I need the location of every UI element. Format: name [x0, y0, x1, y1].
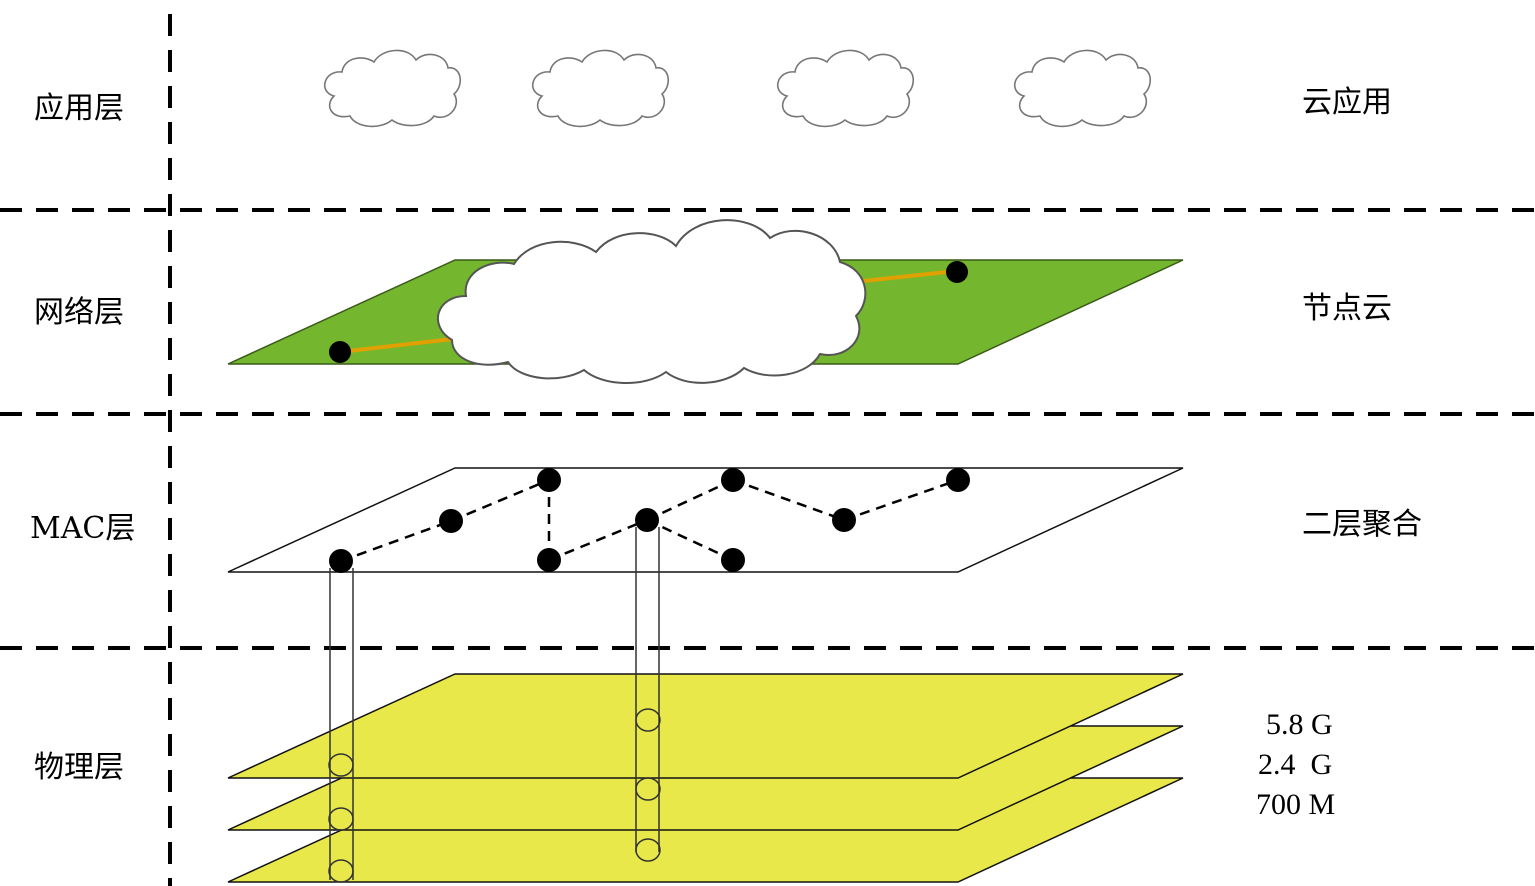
physical-layer-graphic: [227, 673, 1184, 883]
mac-node: [721, 548, 745, 572]
cloud-icon: [531, 49, 669, 128]
layer-label-mac: MAC层: [30, 511, 136, 546]
layer-separators: [0, 14, 1535, 886]
cloud-icon: [323, 49, 461, 128]
tube-ring: [635, 777, 661, 801]
mac-link: [732, 478, 845, 522]
band-label-2-4g: 2.4 G: [1258, 748, 1333, 781]
mac-node: [537, 468, 561, 492]
layer-label-physical: 物理层: [34, 750, 124, 785]
mac-link: [450, 478, 550, 523]
band-label-700m: 700 M: [1256, 788, 1336, 821]
mac-link: [548, 518, 648, 562]
mac-plane: [227, 467, 1184, 573]
mac-node: [439, 509, 463, 533]
layer-description-mac: 二层聚合: [1302, 507, 1422, 542]
mac-node: [721, 468, 745, 492]
mac-layer-graphic: [227, 467, 1184, 573]
mac-links: [340, 478, 959, 563]
layer-description-network: 节点云: [1302, 291, 1392, 326]
mac-node: [946, 468, 970, 492]
layer-label-application: 应用层: [34, 91, 124, 126]
tube-ring: [328, 753, 354, 777]
layer-description-application: 云应用: [1302, 85, 1392, 120]
cloud-icon: [1013, 49, 1151, 128]
tube-ring: [328, 807, 354, 831]
mac-link: [340, 519, 452, 563]
network-layer-graphic: [227, 219, 1184, 384]
network-node: [946, 261, 968, 283]
application-clouds: [323, 49, 1151, 128]
tube-ring: [635, 708, 661, 732]
node-link: [339, 335, 471, 354]
tube-ring: [328, 859, 354, 883]
network-node: [329, 341, 351, 363]
node-cloud-icon: [436, 219, 867, 384]
mac-node: [832, 508, 856, 532]
tube-ring: [635, 838, 661, 862]
mac-node: [329, 549, 353, 573]
mac-node: [537, 548, 561, 572]
cloud-icon: [776, 49, 914, 128]
layer-label-network: 网络层: [34, 295, 124, 330]
connector-tubes: [328, 527, 661, 883]
mac-link: [843, 478, 959, 522]
band-plane-5-8g: [227, 673, 1184, 779]
band-label-5-8g: 5.8 G: [1266, 708, 1333, 741]
mac-node: [635, 508, 659, 532]
mac-nodes: [329, 468, 970, 573]
